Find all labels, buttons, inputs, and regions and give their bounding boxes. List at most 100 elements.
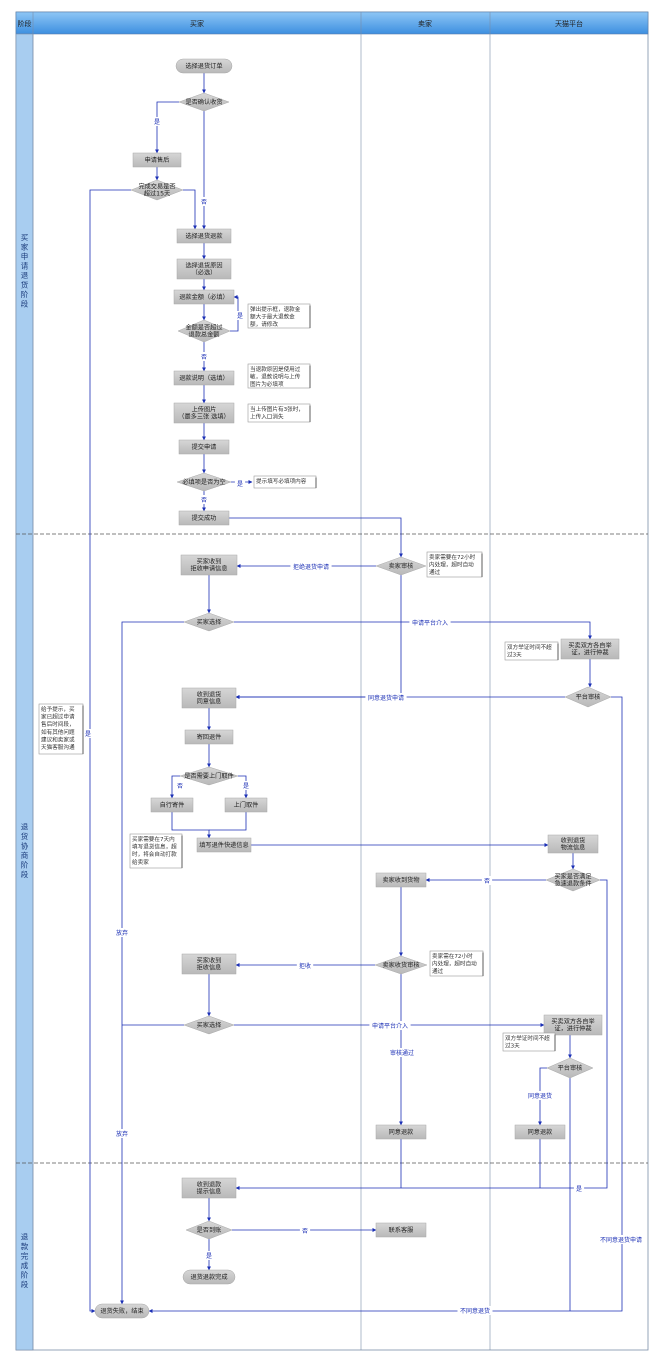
edge-label-no-11: 否 [481, 876, 493, 885]
edge-label-disagree_return-22: 不同意退货申请 [597, 1235, 645, 1244]
node-label-p3: 收到退货物流信息 [561, 837, 586, 852]
e-n2-n3 [155, 101, 179, 154]
e-p2-b14 [148, 696, 623, 1313]
note-no5: 卖家需要在72小时内处理，超时自动通过 [426, 551, 483, 578]
edge-label-yes-18: 是 [82, 729, 94, 738]
node-b11: 收到退款提示信息 [181, 1177, 237, 1199]
node-n11: 提交申请 [178, 439, 230, 455]
lane-header-platform: 天猫平台 [555, 19, 583, 28]
node-shape-b7 [224, 797, 268, 813]
edge-label-no-20: 否 [299, 1226, 311, 1235]
note-box-no1 [247, 303, 311, 329]
edge-label-yes-10: 是 [240, 781, 252, 790]
edge-label-text-audit_pass-14: 审核通过 [390, 1049, 414, 1057]
node-label-b7: 上门取件 [234, 801, 259, 809]
e-b2-p1 [234, 621, 592, 640]
phase-label-1: 买家申请退货阶段 [21, 233, 29, 309]
node-shape-b6 [150, 797, 194, 813]
note-text-no9: 卖家需在72小时内处理，超时自动通过 [432, 952, 477, 975]
node-label-b10: 买家选择 [197, 1021, 223, 1029]
edge-label-text-no-20: 否 [302, 1228, 308, 1235]
edge-label-text-no-3: 否 [201, 354, 207, 361]
node-b6: 自行寄件 [150, 797, 194, 813]
node-b7: 上门取件 [224, 797, 268, 813]
edge-label-text-yes-2: 是 [237, 313, 243, 320]
swimlane-frame [15, 11, 649, 1351]
node-label-b11: 收到退款提示信息 [197, 1181, 222, 1196]
node-label-p2: 平台审核 [576, 693, 601, 701]
node-p4: 买家是否满足急速退款条件 [545, 868, 601, 892]
note-box-no9 [429, 950, 484, 977]
note-box-no7 [38, 703, 84, 755]
edge-label-yes-0: 是 [151, 117, 163, 126]
node-label-n2: 是否确认收货 [185, 98, 222, 106]
node-n2: 是否确认收货 [178, 92, 230, 112]
note-box-no2 [247, 363, 311, 389]
note-text-no7: 给予提示，买家已超过申请售后时间段，如有其他问题建议和卖家或天猫客服沟通 [41, 705, 75, 751]
edge-label-audit_pass-14: 审核通过 [387, 1048, 417, 1057]
node-label-b3: 收到退货同意信息 [197, 691, 222, 706]
node-b14: 退货失败，结束 [94, 1303, 150, 1319]
edges [89, 73, 623, 1313]
e-n4-n5 [183, 189, 197, 230]
node-b3: 收到退货同意信息 [181, 687, 237, 709]
node-shape-n1 [175, 58, 233, 74]
node-n13: 提交成功 [178, 510, 230, 526]
node-shape-s3 [374, 955, 428, 975]
node-shape-n5 [176, 228, 232, 244]
node-label-n12: 必填项是否为空 [182, 478, 225, 486]
node-p2: 平台审核 [564, 686, 612, 708]
node-label-n13: 提交成功 [192, 514, 217, 522]
node-b4: 寄回退件 [184, 729, 234, 745]
node-shape-p4 [545, 868, 601, 892]
node-label-n5: 选择退货退款 [185, 232, 222, 240]
node-shape-b13 [182, 1269, 236, 1285]
note-no9: 卖家需在72小时内处理，超时自动通过 [429, 950, 484, 977]
edge-label-text-yes-19: 是 [576, 1186, 582, 1193]
edge-label-text-no-11: 否 [484, 878, 490, 885]
note-no1: 弹出提示框，退款金额大于最大退款金额，请修改 [247, 303, 311, 329]
node-p6: 平台审核 [546, 1057, 594, 1079]
node-shape-b14 [94, 1303, 150, 1319]
e-b5-b6 [170, 775, 180, 799]
note-no3: 当上传图片有3张时，上传入口消失 [247, 403, 311, 423]
node-p5: 买卖双方各自举证，进行仲裁 [543, 1014, 603, 1036]
node-n3: 申请售后 [132, 152, 182, 168]
note-no4: 提示填写必填项内容 [253, 475, 317, 489]
node-n9: 退款说明（选填） [173, 370, 235, 386]
node-label-n9: 退款说明（选填） [179, 374, 229, 382]
node-label-b4: 寄回退件 [197, 733, 222, 741]
edge-label-disagree_return2-23: 不同意退货 [457, 1306, 493, 1315]
node-shape-p1 [560, 638, 620, 660]
node-shape-b10 [183, 1015, 235, 1035]
node-n4: 完成交易是否超过15天 [130, 179, 184, 201]
node-label-p1: 买卖双方各自举证，进行仲裁 [568, 642, 612, 657]
node-label-n8: 金额是否超过退款总金额 [185, 324, 222, 339]
node-label-p6: 平台审核 [558, 1064, 583, 1072]
edge-label-text-agree_return2-15: 同意退货 [528, 1092, 552, 1100]
lane-header-phase: 阶段 [18, 19, 32, 28]
edge-label-text-disagree_return2-23: 不同意退货 [460, 1307, 490, 1315]
node-b8: 填写退件快递信息 [196, 837, 252, 853]
edge-label-agree_return2-15: 同意退货 [525, 1091, 555, 1100]
phase-label-3: 退款完成阶段 [21, 1232, 29, 1289]
node-shape-b3 [181, 687, 237, 709]
node-shape-p5 [543, 1014, 603, 1036]
note-text-no2: 当退款原因是使用过敏，退款说明与上传图片为必填项 [250, 365, 301, 388]
node-label-n6: 选择退货原因（必选） [185, 262, 222, 277]
node-n10: 上传图片（最多三张 选填） [173, 402, 235, 424]
node-shape-n9 [173, 370, 235, 386]
node-shape-n7 [173, 289, 235, 305]
node-s2: 卖家收到货物 [375, 872, 427, 888]
note-text-no10: 双方举证时间不超过3天 [505, 1034, 550, 1050]
node-shape-b4 [184, 729, 234, 745]
node-label-s2: 卖家收到货物 [382, 876, 419, 884]
edge-label-text-reject_return-6: 拒绝退货申请 [293, 563, 329, 571]
node-s3: 卖家收货审核 [374, 955, 428, 975]
node-b9: 买家收到拒收信息 [181, 953, 237, 975]
node-shape-b5 [179, 766, 239, 786]
e-n13-s1 [229, 517, 403, 558]
edge-label-text-disagree_return-22: 不同意退货申请 [600, 1236, 642, 1244]
lane-header-bar [15, 11, 649, 35]
